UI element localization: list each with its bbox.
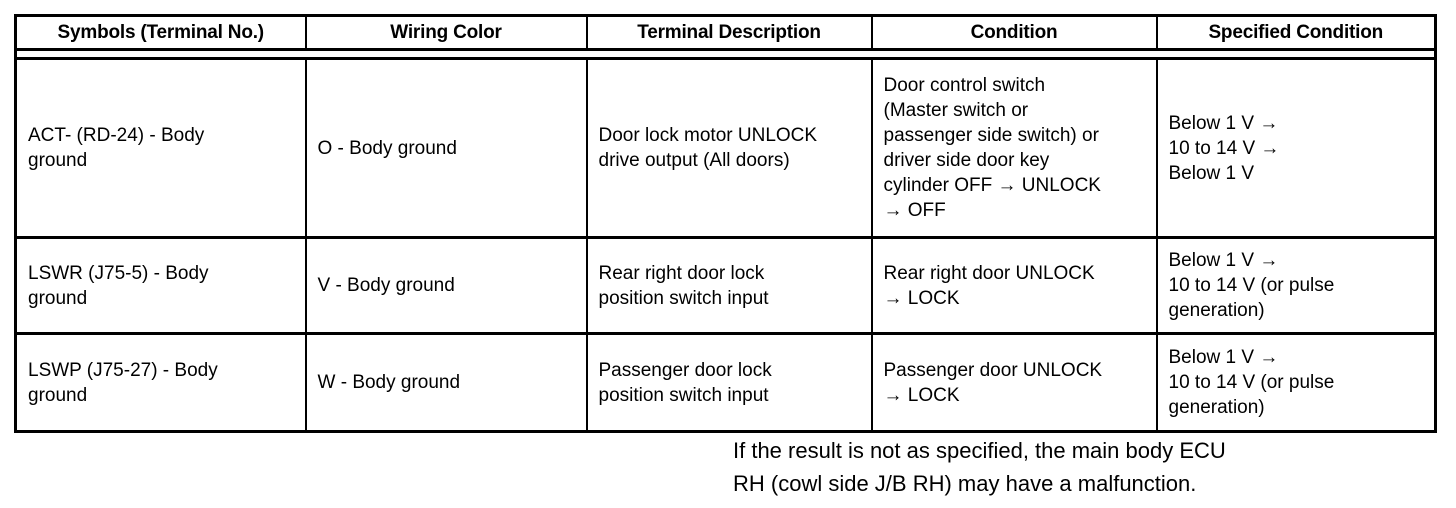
cell-symbols: ACT- (RD-24) - Body ground	[15, 58, 307, 238]
cell-terminal-description-text: Door lock motor UNLOCK drive output (All…	[598, 125, 818, 171]
cell-symbols: LSWR (J75-5) - Body ground	[15, 236, 307, 334]
cell-wiring-color-text: O - Body ground	[317, 137, 457, 159]
cell-wiring-color: W - Body ground	[304, 332, 588, 432]
cell-specified-condition-text: Below 1 V → 10 to 14 V (or pulse generat…	[1168, 250, 1335, 321]
cell-terminal-description: Rear right door lock position switch inp…	[585, 236, 873, 334]
table-body: ACT- (RD-24) - Body ground O - Body grou…	[15, 58, 1436, 432]
cell-terminal-description: Door lock motor UNLOCK drive output (All…	[585, 58, 873, 238]
column-header-symbols: Symbols (Terminal No.)	[15, 15, 307, 50]
cell-condition: Passenger door UNLOCK → LOCK	[870, 332, 1158, 432]
column-header-specified-condition: Specified Condition	[1155, 15, 1436, 50]
cell-specified-condition: Below 1 V → 10 to 14 V (or pulse generat…	[1155, 236, 1436, 334]
cell-condition-text: Rear right door UNLOCK → LOCK	[883, 262, 1095, 309]
terminal-spec-table-container: Symbols (Terminal No.) Wiring Color Term…	[14, 14, 1437, 433]
cell-condition-text: Passenger door UNLOCK → LOCK	[883, 359, 1103, 406]
cell-specified-condition: Below 1 V → 10 to 14 V (or pulse generat…	[1155, 332, 1436, 432]
cell-condition-text: Door control switch (Master switch or pa…	[883, 75, 1101, 221]
cell-specified-condition-text: Below 1 V → 10 to 14 V (or pulse generat…	[1168, 347, 1335, 418]
terminal-spec-table: Symbols (Terminal No.) Wiring Color Term…	[14, 14, 1437, 433]
cell-symbols-text: ACT- (RD-24) - Body ground	[28, 125, 205, 171]
footer-note: If the result is not as specified, the m…	[733, 438, 1226, 496]
table-row: LSWR (J75-5) - Body ground V - Body grou…	[15, 236, 1436, 334]
cell-symbols-text: LSWR (J75-5) - Body ground	[28, 262, 209, 309]
cell-wiring-color-text: W - Body ground	[317, 372, 461, 393]
cell-symbols: LSWP (J75-27) - Body ground	[15, 332, 307, 432]
cell-terminal-description-text: Passenger door lock position switch inpu…	[598, 359, 772, 406]
cell-wiring-color-text: V - Body ground	[317, 275, 455, 296]
cell-terminal-description-text: Rear right door lock position switch inp…	[598, 262, 769, 309]
cell-symbols-text: LSWP (J75-27) - Body ground	[28, 359, 218, 406]
column-header-condition: Condition	[870, 15, 1158, 50]
cell-wiring-color: V - Body ground	[304, 236, 588, 334]
header-double-rule	[15, 48, 1436, 60]
cell-specified-condition-text: Below 1 V → 10 to 14 V → Below 1 V	[1168, 112, 1280, 184]
column-header-terminal-description: Terminal Description	[585, 15, 873, 50]
table-header-row: Symbols (Terminal No.) Wiring Color Term…	[15, 15, 1436, 50]
table-row: LSWP (J75-27) - Body ground W - Body gro…	[15, 332, 1436, 432]
table-row: ACT- (RD-24) - Body ground O - Body grou…	[15, 58, 1436, 238]
header-double-rule-fill	[15, 48, 1436, 60]
cell-specified-condition: Below 1 V → 10 to 14 V → Below 1 V	[1155, 58, 1436, 238]
column-header-wiring-color: Wiring Color	[304, 15, 588, 50]
cell-condition: Door control switch (Master switch or pa…	[870, 58, 1158, 238]
table-header: Symbols (Terminal No.) Wiring Color Term…	[15, 15, 1436, 60]
cell-condition: Rear right door UNLOCK → LOCK	[870, 236, 1158, 334]
cell-terminal-description: Passenger door lock position switch inpu…	[585, 332, 873, 432]
cell-wiring-color: O - Body ground	[304, 58, 588, 238]
